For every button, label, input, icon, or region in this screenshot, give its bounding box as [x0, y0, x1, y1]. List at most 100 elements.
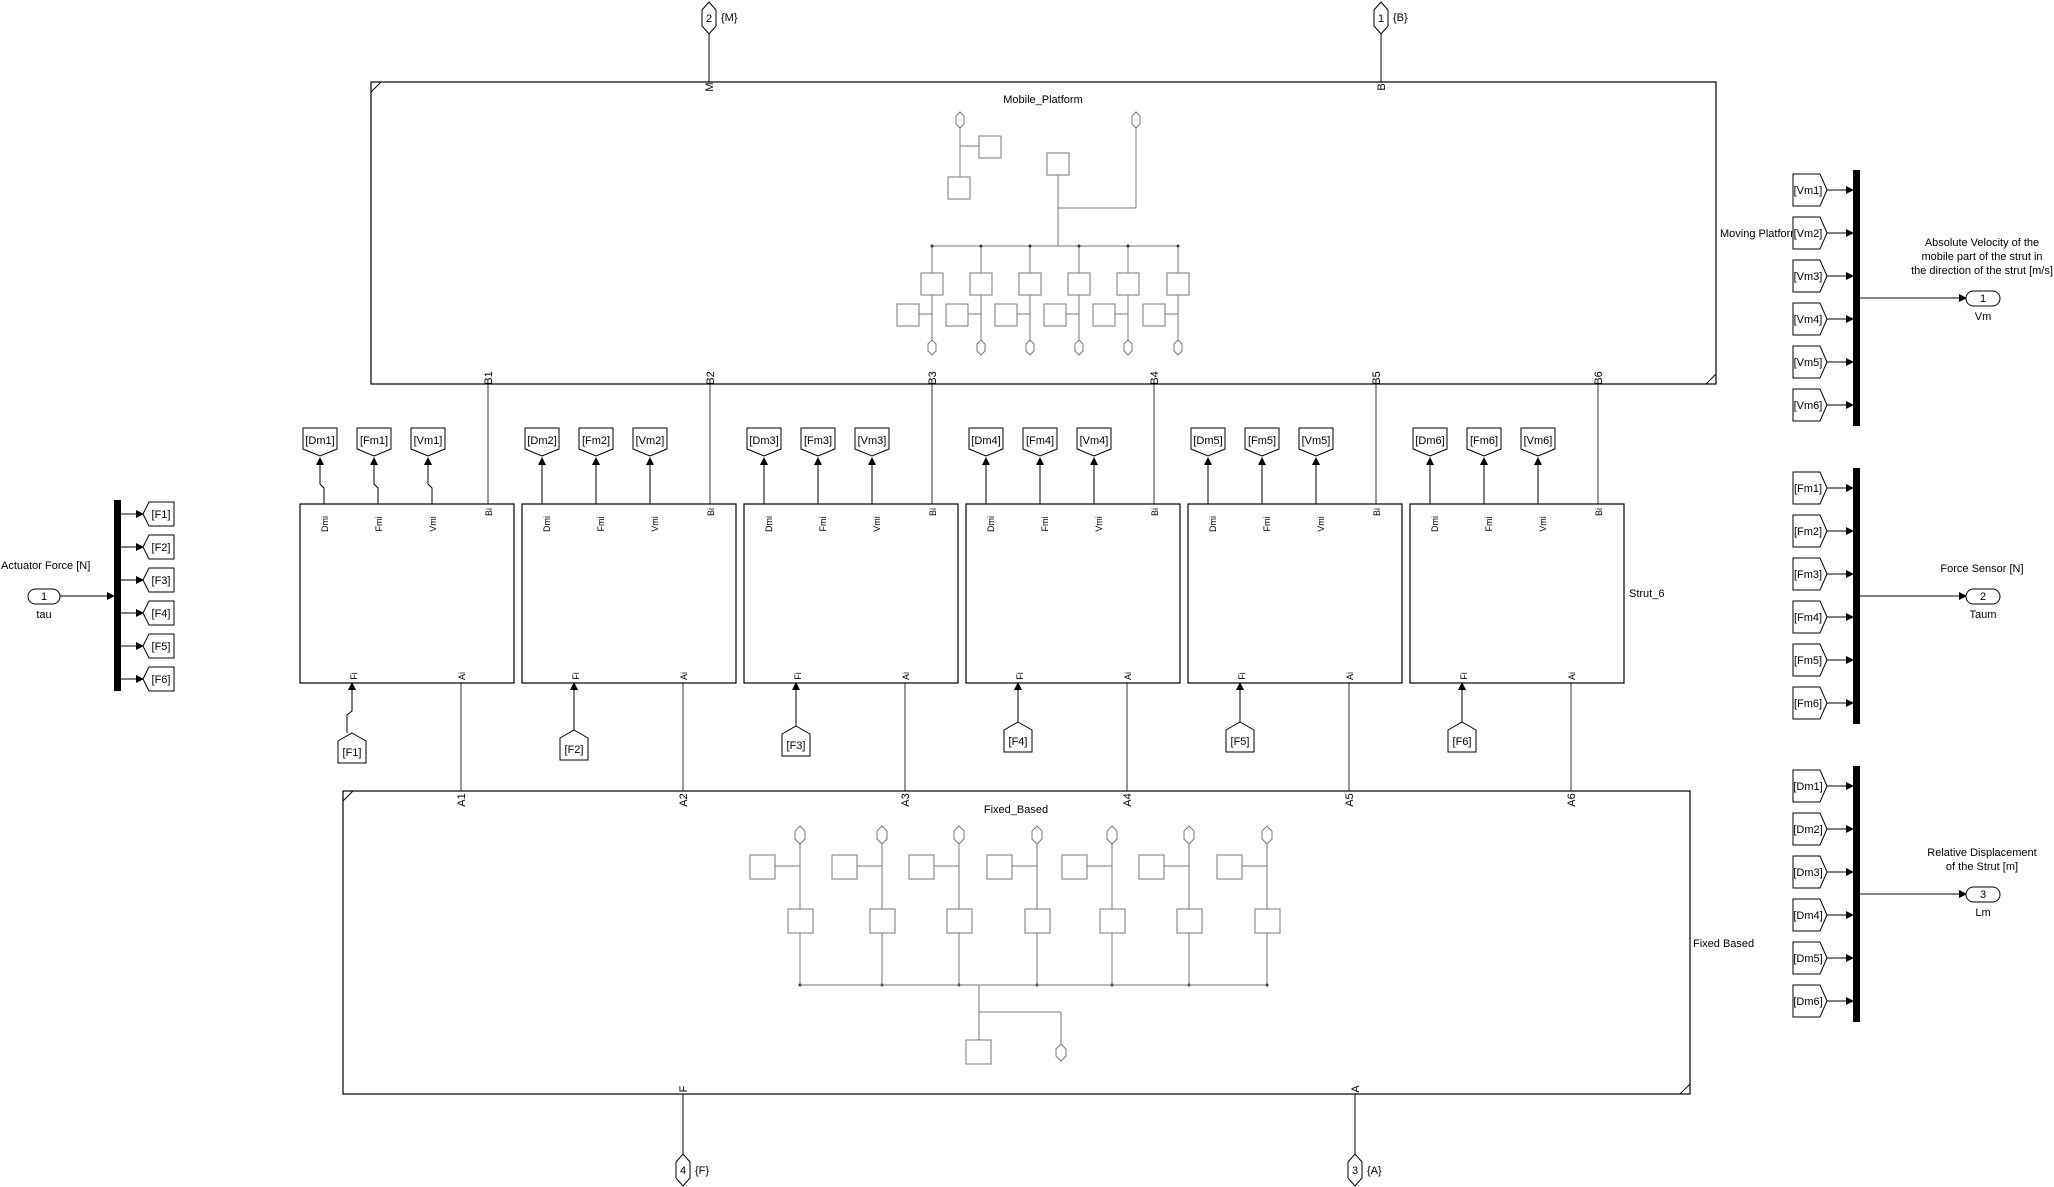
fixed-base-port-a: A — [1350, 1085, 1362, 1093]
goto-tag-fm4[interactable]: [Fm4] — [1022, 427, 1058, 457]
from-tag-vm3[interactable]: [Vm3] — [1792, 259, 1854, 293]
from-tag-dm2[interactable]: [Dm2] — [1792, 812, 1854, 846]
goto-tag-vm4-text: [Vm4] — [1080, 435, 1109, 447]
outport-vm[interactable] — [1965, 290, 2001, 307]
from-tag-text: [Vm3] — [1794, 271, 1823, 283]
from-tag-f2[interactable]: [F2] — [559, 729, 589, 761]
goto-tag-dm2[interactable]: [Dm2] — [524, 427, 560, 457]
strut-port-fmi: Fmi — [596, 517, 606, 532]
strut-port-vmi: Vmi — [1094, 516, 1104, 532]
goto-tag-fm6[interactable]: [Fm6] — [1466, 427, 1502, 457]
from-tag-f4[interactable]: [F4] — [1003, 721, 1033, 753]
goto-tag-vm2[interactable]: [Vm2] — [632, 427, 668, 457]
from-tag-dm4[interactable]: [Dm4] — [1792, 898, 1854, 932]
goto-tag-f5[interactable]: [F5] — [121, 633, 175, 659]
goto-tag-f5-text: [F5] — [152, 641, 171, 653]
mux-bar[interactable] — [1853, 170, 1860, 426]
top-port-b[interactable]: 1 {B} — [1373, 1, 1408, 82]
goto-tag-f2[interactable]: [F2] — [121, 534, 175, 560]
goto-tag-f1[interactable]: [F1] — [121, 501, 175, 527]
fixed-base-port-f: F — [678, 1085, 690, 1092]
fixed-base-port-a1: A1 — [456, 793, 468, 806]
strut-port-ai: Ai — [457, 672, 467, 680]
goto-tag-dm3[interactable]: [Dm3] — [746, 427, 782, 457]
goto-tag-fm3-text: [Fm3] — [804, 435, 832, 447]
strut-port-dmi: Dmi — [1430, 516, 1440, 532]
mobile-platform-preview-leg — [1043, 244, 1091, 356]
goto-tag-f4[interactable]: [F4] — [121, 600, 175, 626]
goto-tag-vm5[interactable]: [Vm5] — [1298, 427, 1334, 457]
goto-tag-fm2[interactable]: [Fm2] — [578, 427, 614, 457]
from-tag-dm6[interactable]: [Dm6] — [1792, 984, 1854, 1018]
strut-port-vmi: Vmi — [428, 516, 438, 532]
from-tag-fm4[interactable]: [Fm4] — [1792, 600, 1854, 634]
strut-port-ai: Ai — [1123, 672, 1133, 680]
goto-tag-f3[interactable]: [F3] — [121, 567, 175, 593]
goto-tag-dm4[interactable]: [Dm4] — [968, 427, 1004, 457]
from-tag-fm3[interactable]: [Fm3] — [1792, 557, 1854, 591]
goto-tag-dm5[interactable]: [Dm5] — [1190, 427, 1226, 457]
strut-port-fi: Fi — [571, 672, 581, 680]
from-tag-f1[interactable]: [F1] — [337, 732, 367, 764]
outport-lm[interactable] — [1965, 886, 2001, 903]
strut-port-fmi: Fmi — [374, 517, 384, 532]
top-port-b-label: {B} — [1393, 12, 1408, 24]
goto-tag-vm3-text: [Vm3] — [858, 435, 887, 447]
goto-tag-vm4[interactable]: [Vm4] — [1076, 427, 1112, 457]
from-tag-fm5[interactable]: [Fm5] — [1792, 643, 1854, 677]
from-tag-vm1[interactable]: [Vm1] — [1792, 173, 1854, 207]
from-tag-dm1[interactable]: [Dm1] — [1792, 769, 1854, 803]
from-tag-text: [Vm1] — [1794, 185, 1823, 197]
from-tag-text: [Fm3] — [1794, 569, 1822, 581]
fixed-base-port-a5: A5 — [1344, 793, 1356, 806]
goto-tag-dm6[interactable]: [Dm6] — [1412, 427, 1448, 457]
from-tag-dm5[interactable]: [Dm5] — [1792, 941, 1854, 975]
goto-tag-f6[interactable]: [F6] — [121, 666, 175, 692]
from-tag-f6[interactable]: [F6] — [1447, 721, 1477, 753]
from-tag-vm2[interactable]: [Vm2] — [1792, 216, 1854, 250]
from-tag-fm1[interactable]: [Fm1] — [1792, 471, 1854, 505]
strut-port-dmi: Dmi — [764, 516, 774, 532]
goto-tag-dm1[interactable]: [Dm1] — [302, 427, 338, 457]
mux-bar[interactable] — [1853, 766, 1860, 1022]
strut-port-bi: Bi — [928, 508, 938, 516]
from-tag-vm6[interactable]: [Vm6] — [1792, 388, 1854, 422]
top-port-m[interactable]: 2 {M} — [701, 1, 738, 82]
goto-tag-fm3[interactable]: [Fm3] — [800, 427, 836, 457]
strut-port-fi: Fi — [793, 672, 803, 680]
bottom-port-a[interactable]: 3 {A} — [1347, 1094, 1382, 1187]
from-tag-vm5[interactable]: [Vm5] — [1792, 345, 1854, 379]
goto-tag-fm5[interactable]: [Fm5] — [1244, 427, 1280, 457]
outport-name: Vm — [1975, 311, 1992, 323]
from-tag-vm4[interactable]: [Vm4] — [1792, 302, 1854, 336]
mobile-platform-port-b5: B5 — [1371, 371, 1383, 384]
goto-tag-fm1[interactable]: [Fm1] — [356, 427, 392, 457]
from-tag-fm2[interactable]: [Fm2] — [1792, 514, 1854, 548]
strut-port-bi: Bi — [1372, 508, 1382, 516]
from-tag-f5[interactable]: [F5] — [1225, 721, 1255, 753]
goto-tag-vm1[interactable]: [Vm1] — [410, 427, 446, 457]
goto-tag-dm2-text: [Dm2] — [527, 435, 556, 447]
goto-tag-dm1-text: [Dm1] — [305, 435, 334, 447]
from-tag-f3[interactable]: [F3] — [781, 725, 811, 757]
demux-bar[interactable] — [114, 500, 121, 691]
mux-bar[interactable] — [1853, 468, 1860, 724]
from-tag-fm6[interactable]: [Fm6] — [1792, 686, 1854, 720]
goto-tag-vm6[interactable]: [Vm6] — [1520, 427, 1556, 457]
fixed-base-preview-leg — [908, 825, 973, 987]
from-tag-text: [Vm6] — [1794, 400, 1823, 412]
goto-tag-vm3[interactable]: [Vm3] — [854, 427, 890, 457]
moving-platform-label: Moving Platform — [1720, 228, 1799, 240]
strut-port-vmi: Vmi — [1538, 516, 1548, 532]
outport-taum[interactable] — [1965, 588, 2001, 605]
from-tag-dm3[interactable]: [Dm3] — [1792, 855, 1854, 889]
bottom-port-f[interactable]: 4 {F} — [675, 1094, 709, 1187]
